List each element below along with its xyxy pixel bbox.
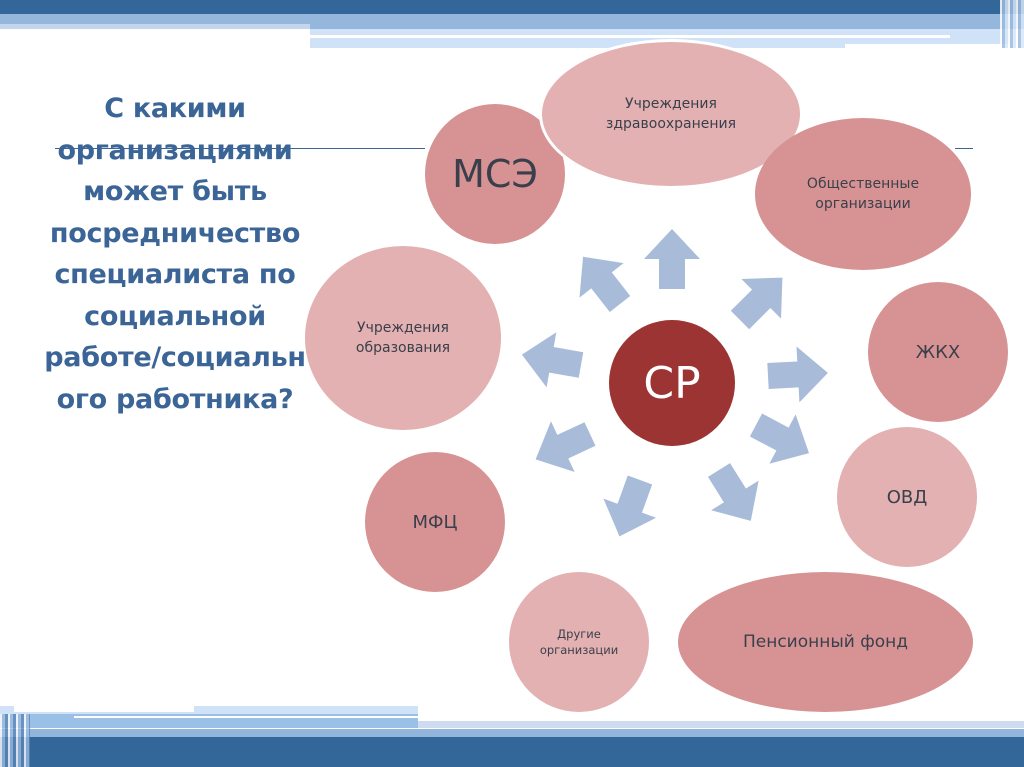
title-line: может быть [83, 176, 267, 207]
node-public-organizations: Общественные организации [755, 118, 971, 270]
node-label: МСЭ [452, 152, 538, 196]
top-right-stripes [1000, 0, 1024, 48]
title-line: организациями [57, 134, 293, 166]
node-mse: МСЭ [425, 104, 565, 244]
node-label: ОВД [886, 486, 928, 508]
node-label: Общественные [806, 176, 920, 192]
top-band-light-left [0, 24, 310, 29]
bottom-left-stripes [0, 714, 30, 767]
node-label: образования [355, 340, 451, 356]
node-label: ЖКХ [915, 341, 961, 363]
node-education-institutions: Учреждения образования [305, 246, 501, 430]
title-line: специалиста по [54, 259, 296, 290]
bottom-band-white [14, 706, 194, 712]
node-ovd: ОВД [837, 427, 977, 567]
node-other-organizations: Другие организации [509, 572, 649, 712]
node-label: организации [539, 643, 619, 657]
node-label: Пенсионный фонд [742, 632, 909, 652]
node-health-institutions: Учреждения здравоохранения [542, 42, 800, 186]
bottom-band-mid [0, 729, 1024, 737]
arrow-left-down-icon [523, 408, 602, 485]
top-band-light-right [310, 29, 1010, 48]
node-label: МФЦ [412, 511, 458, 533]
arrow-down-right-steep-icon [695, 455, 775, 536]
center-label: СР [643, 357, 701, 409]
node-label: Учреждения [357, 320, 449, 336]
title-line: ого работника? [56, 383, 294, 415]
bottom-band-pale-right [418, 721, 1024, 728]
title-underline-right [955, 148, 973, 149]
title-line: работе/социальн [44, 342, 306, 373]
arrow-right-icon [766, 344, 830, 404]
arrow-up-right-icon [720, 257, 803, 340]
arrow-down-left-icon [593, 470, 667, 546]
node-center-sr: СР [609, 320, 735, 446]
bottom-band-dark [0, 737, 1024, 767]
node-pension-fund: Пенсионный фонд [678, 572, 973, 712]
title-underline-left [55, 148, 425, 149]
bottom-band-white-stripe [74, 716, 418, 718]
node-label: здравоохранения [605, 116, 737, 132]
node-mfc: МФЦ [365, 452, 505, 592]
slide-title: С какими организациями может быть посред… [30, 88, 320, 420]
arrow-down-right-icon [742, 400, 823, 478]
arrow-up-left-icon [560, 239, 643, 322]
node-label: организации [815, 196, 911, 212]
node-zhkh: ЖКХ [868, 282, 1008, 422]
node-label: Учреждения [625, 96, 717, 112]
title-line: С какими [104, 93, 246, 124]
bottom-band-light [0, 706, 418, 714]
title-line: социальной [84, 300, 266, 332]
top-band-white-stripe [310, 35, 950, 38]
arrow-left-icon [517, 327, 586, 393]
title-line: посредничество [49, 217, 301, 249]
top-band-dark [0, 0, 1024, 14]
arrow-up-icon [644, 229, 700, 289]
top-band-cut [845, 44, 1024, 50]
node-label: Другие [557, 627, 601, 641]
